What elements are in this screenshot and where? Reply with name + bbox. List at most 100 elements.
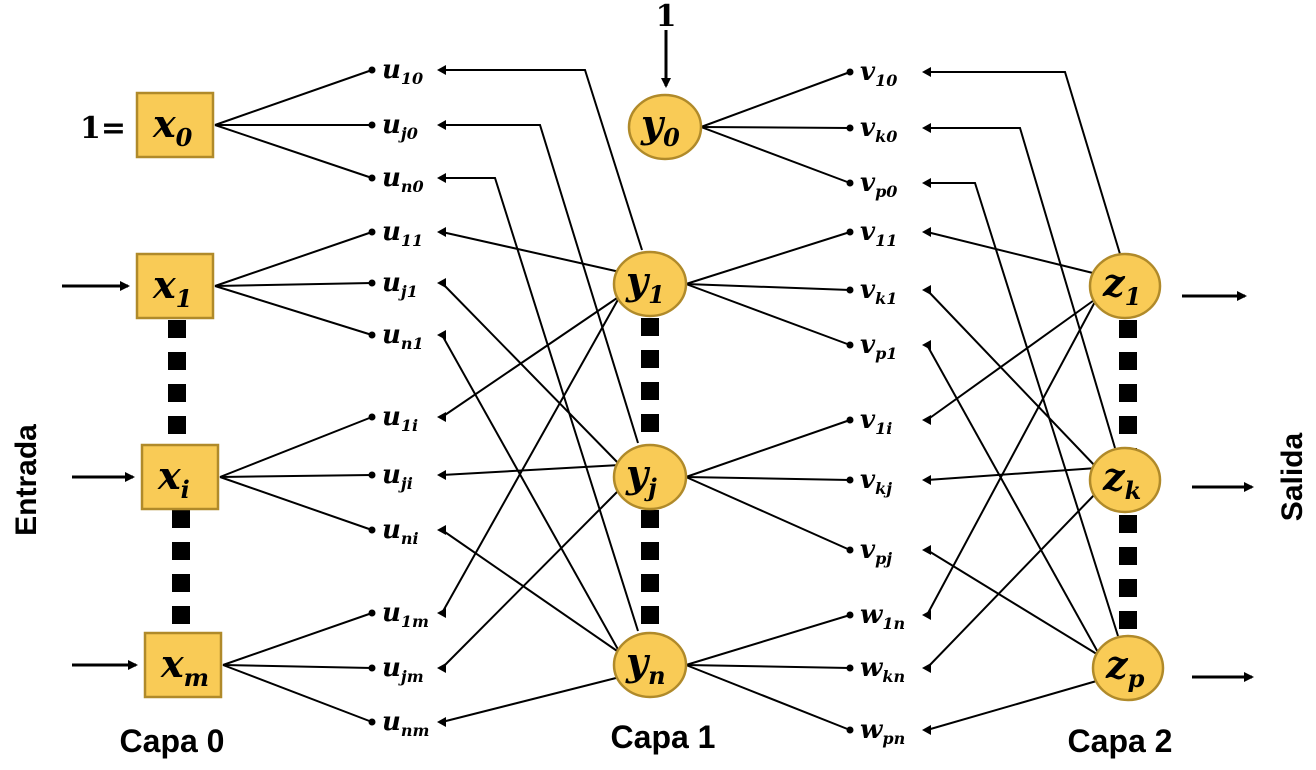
weight-label-u: un0 (382, 163, 424, 196)
ellipsis-connector (1119, 320, 1137, 338)
weight-arrow-tip (922, 178, 931, 188)
weight-arrow-tip (437, 278, 446, 288)
input-node-label: x1 (152, 262, 192, 313)
output-side-label: Salida (1276, 432, 1309, 521)
layer-label-2: Capa 2 (1068, 723, 1173, 759)
weight-input-dot (846, 664, 854, 672)
weight-label-v: vp0 (860, 168, 897, 201)
weight-input-dot (846, 416, 854, 424)
v-to-z-line (926, 289, 1098, 469)
ellipsis-connector (641, 350, 659, 368)
weight-label-v: v1i (860, 405, 892, 438)
weight-arrow-tip (437, 173, 446, 183)
weight-label-u: un1 (382, 320, 424, 353)
weight-input-dot (368, 174, 376, 182)
output-node-label: zk (1102, 454, 1141, 505)
input-weight-line (219, 476, 373, 531)
hidden-node-label: y0 (640, 101, 680, 152)
bias-input-label: 1= (80, 111, 126, 146)
hidden-weight-line (685, 419, 851, 478)
weight-input-dot (846, 726, 854, 734)
ellipsis-connector (1119, 352, 1137, 370)
diagram-labels: x0x1xixmy0y1yjynz1zkzpu10uj0un0u11uj1un1… (10, 0, 1309, 759)
input-side-label: Entrada (10, 424, 43, 536)
input-node-label: xi (157, 453, 190, 504)
weight-arrow-tip (437, 65, 446, 75)
v-to-z-line (926, 344, 1101, 657)
hidden-node-y0 (627, 93, 703, 161)
output-node-z1 (1088, 252, 1162, 320)
weight-arrow-tip (437, 608, 446, 618)
u-to-y-line (441, 231, 621, 273)
hidden-weight-line (685, 664, 851, 669)
weight-input-dot (368, 609, 376, 617)
hidden-weight-line (685, 476, 851, 481)
weight-input-dot (846, 179, 854, 187)
ellipsis-connector (1119, 611, 1137, 629)
ellipsis-connector (172, 542, 190, 560)
ellipsis-connector (172, 574, 190, 592)
hidden-weight-line (685, 476, 851, 551)
u-to-y-line (441, 295, 621, 418)
v-to-z-line (926, 549, 1101, 657)
weight-input-dot (846, 286, 854, 294)
weight-label-u: u10 (382, 55, 423, 88)
weight-arrow-tip (922, 663, 931, 673)
hidden-weight-line (685, 614, 851, 666)
v-to-z-line (926, 297, 1098, 421)
input-weight-line (214, 124, 373, 179)
weight-input-dot (368, 718, 376, 726)
weight-label-v: w1n (860, 600, 905, 633)
weight-label-u: ujm (382, 653, 424, 686)
hidden-node-label: y1 (625, 258, 665, 309)
weight-input-dot (368, 121, 376, 129)
v-to-z-line (926, 231, 1098, 275)
hidden-weight-line (700, 126, 851, 184)
ellipsis-connector (1119, 579, 1137, 597)
u-to-y-line (441, 295, 621, 614)
weight-label-u: uni (382, 515, 419, 548)
v-to-z-line (927, 182, 1119, 637)
u-to-y-line (442, 69, 643, 251)
weight-label-u: uj1 (382, 268, 418, 301)
weight-input-dot (846, 228, 854, 236)
hidden-weight-line (700, 126, 851, 129)
weight-label-u: u1i (382, 402, 418, 435)
ellipsis-connector (168, 352, 186, 370)
weight-label-u: u11 (382, 217, 423, 250)
weight-input-dot (846, 611, 854, 619)
weight-arrow-tip (437, 120, 446, 130)
ellipsis-connector (641, 510, 659, 528)
output-node-label: z1 (1102, 260, 1141, 311)
hidden-node-label: yj (625, 451, 657, 502)
weight-label-u: unm (382, 707, 429, 740)
bias-arrow-label: 1 (656, 0, 677, 34)
weight-input-dot (846, 68, 854, 76)
weight-arrow-tip (922, 545, 931, 555)
weight-label-v: wpn (860, 715, 905, 748)
weight-input-dot (846, 546, 854, 554)
hidden-node-yn (612, 631, 688, 699)
input-weight-line (214, 285, 373, 336)
ellipsis-connector (641, 414, 659, 432)
hidden-node-yj (612, 443, 688, 511)
ellipsis-connector (641, 318, 659, 336)
ellipsis-connector (641, 606, 659, 624)
ellipsis-connector (168, 320, 186, 338)
weight-input-dot (846, 341, 854, 349)
input-weight-line (219, 474, 373, 478)
input-node-label: x0 (152, 101, 193, 152)
weight-label-v: vk1 (860, 275, 897, 308)
weight-input-dot (368, 279, 376, 287)
weight-label-v: vkj (860, 465, 892, 498)
weight-arrow-tip (922, 610, 931, 620)
input-node-x1 (135, 252, 215, 320)
input-weight-line (214, 231, 373, 287)
weight-label-v: vk0 (860, 113, 897, 146)
network-nodes (135, 91, 1165, 702)
ellipsis-connector (168, 416, 186, 434)
ellipsis-connector (641, 574, 659, 592)
weight-input-dot (368, 66, 376, 74)
weight-arrow-tip (437, 227, 446, 237)
hidden-weight-line (685, 283, 851, 291)
